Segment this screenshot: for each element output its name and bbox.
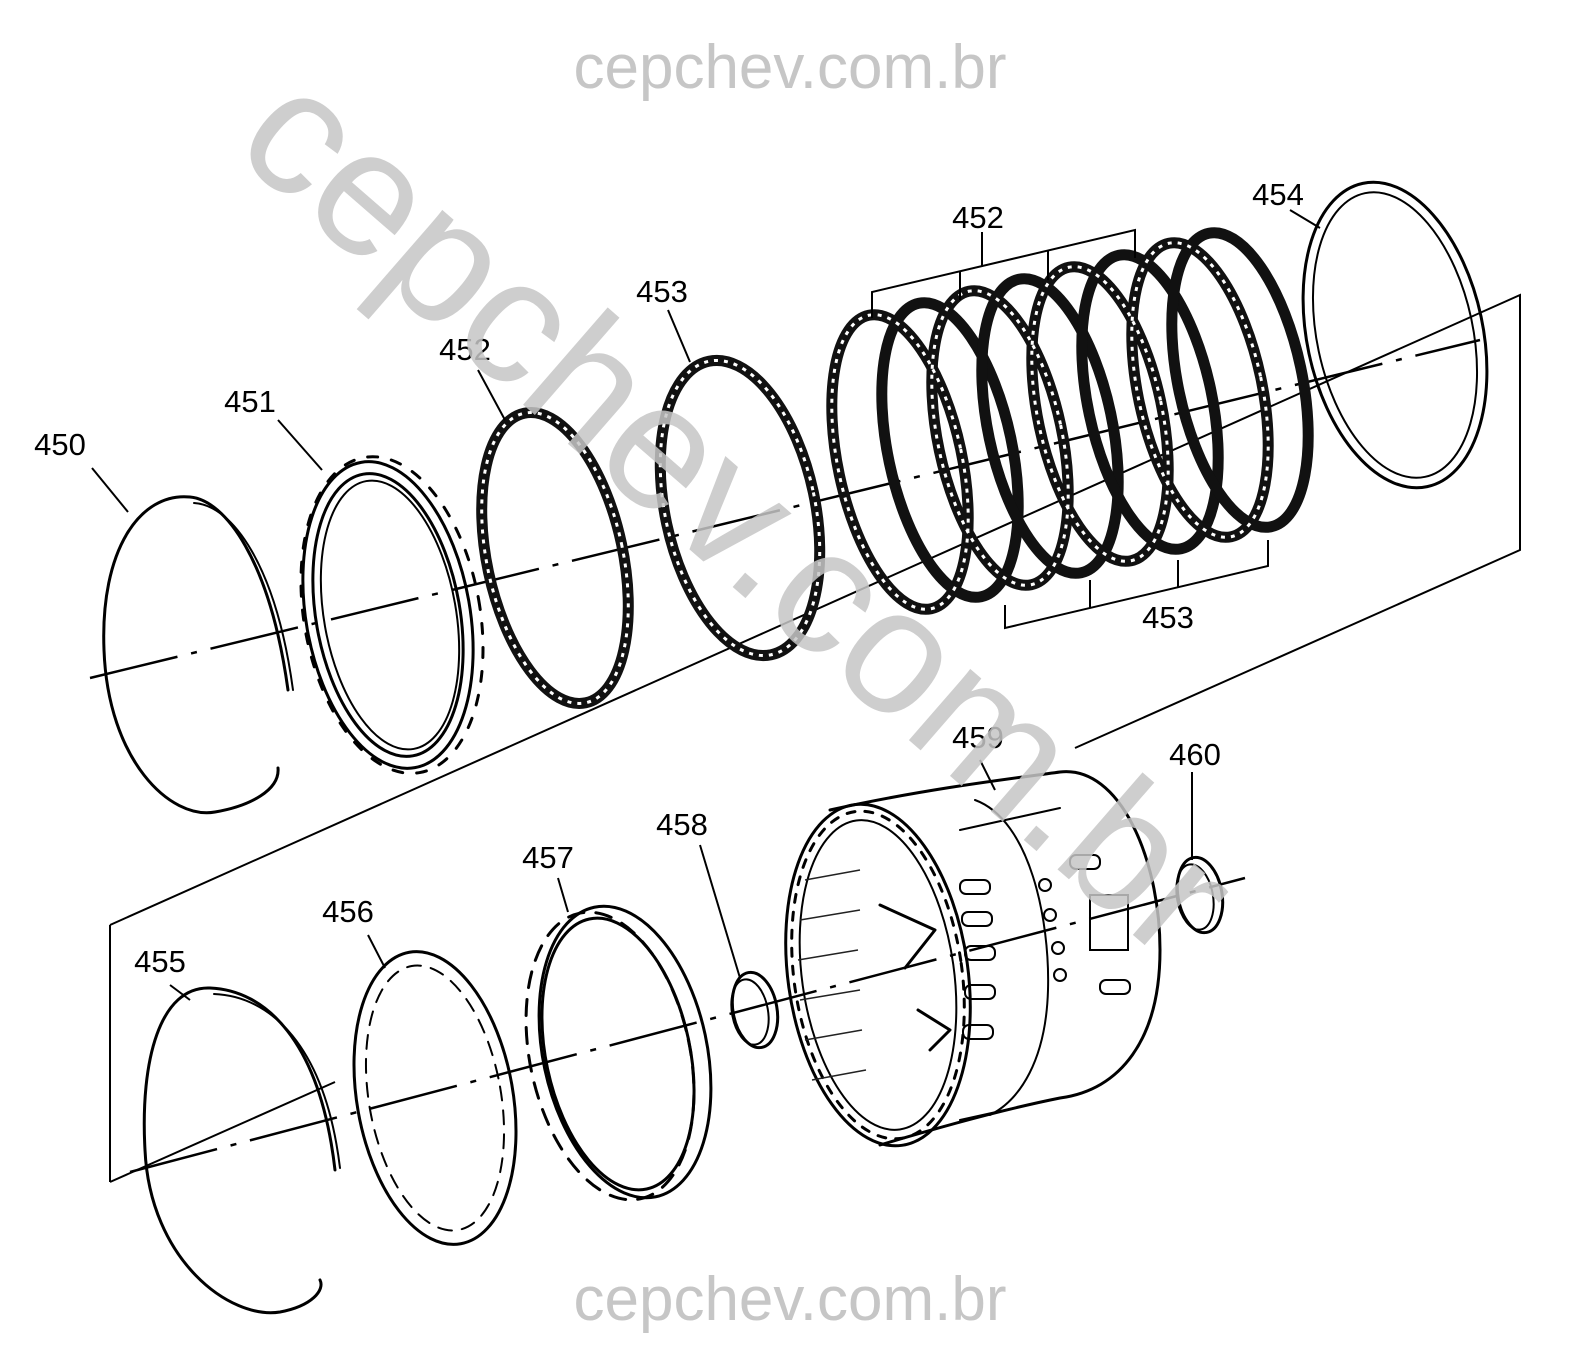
- callouts: 450 451 452 453 452 453 454 455 456 457 …: [34, 177, 1304, 979]
- part-454-apply-plate: [1301, 180, 1489, 490]
- bracket-453: [1004, 540, 1269, 630]
- callout-458: 458: [656, 807, 708, 842]
- part-452-friction-plate: [476, 407, 634, 709]
- upper-center-axis: [89, 338, 1481, 680]
- callout-452-pack: 452: [952, 200, 1004, 235]
- callout-455: 455: [134, 944, 186, 979]
- watermark-top: cepchev.com.br: [573, 33, 1006, 102]
- callout-460: 460: [1169, 737, 1221, 772]
- part-455-snap-ring: [142, 986, 341, 1315]
- callout-459: 459: [952, 720, 1004, 755]
- callout-454: 454: [1252, 177, 1304, 212]
- callout-453-single: 453: [636, 274, 688, 309]
- part-450-snap-ring: [102, 495, 294, 815]
- part-456-ring: [352, 950, 518, 1246]
- leader-lines: [91, 209, 1321, 1001]
- lower-center-axis: [129, 876, 1246, 1174]
- part-451-backing-plate: [299, 455, 485, 775]
- callout-453-pack: 453: [1142, 600, 1194, 635]
- watermark-bottom: cepchev.com.br: [573, 1265, 1006, 1334]
- callout-451: 451: [224, 384, 276, 419]
- part-458-seal: [730, 970, 780, 1050]
- callout-457: 457: [522, 840, 574, 875]
- bracket-452: [871, 228, 1136, 318]
- part-460-bushing: [1175, 855, 1225, 935]
- callout-456: 456: [322, 894, 374, 929]
- callout-452-single: 452: [439, 332, 491, 367]
- clutch-pack-452-453: [826, 227, 1314, 615]
- callout-450: 450: [34, 427, 86, 462]
- part-457-piston: [524, 904, 713, 1202]
- part-453-steel-plate: [654, 354, 826, 662]
